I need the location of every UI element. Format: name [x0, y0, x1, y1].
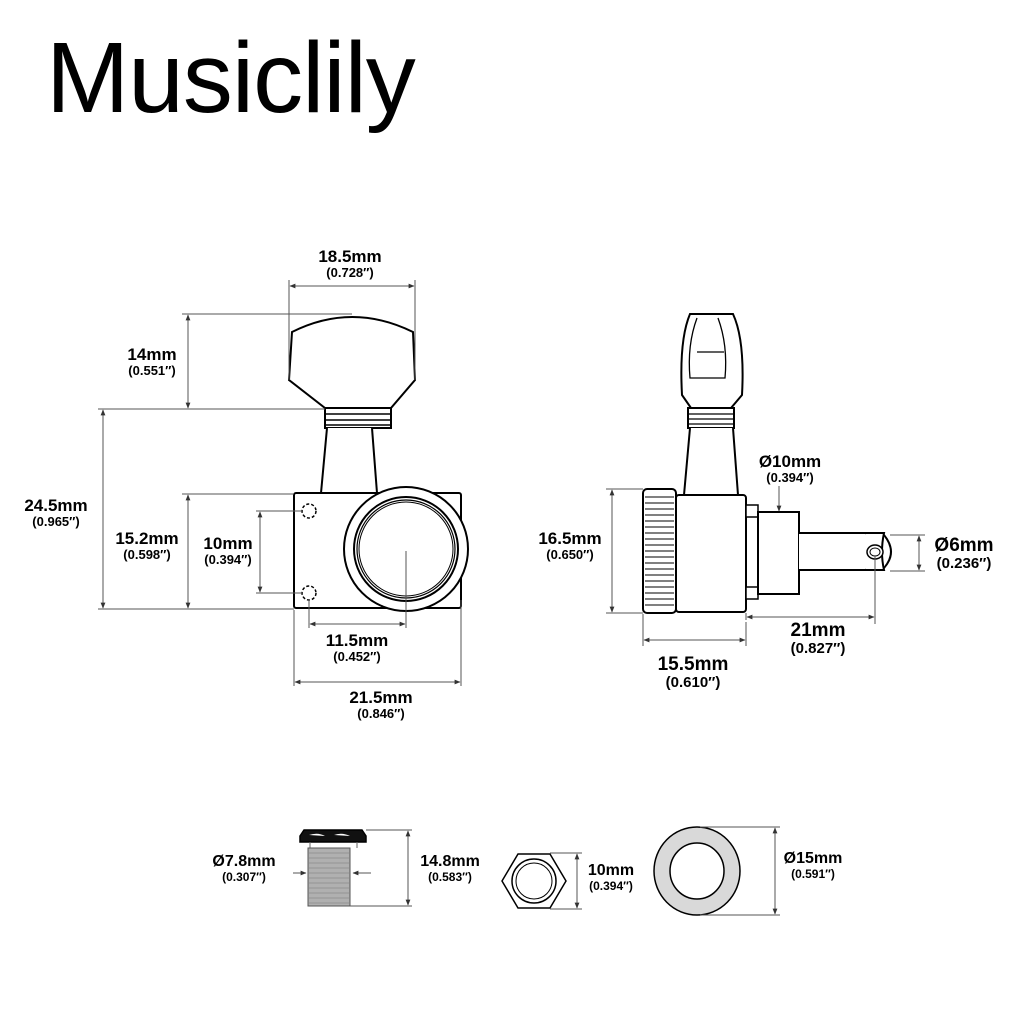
- dim-value-mm: 11.5mm: [325, 631, 389, 650]
- dim-value-mm: Ø10mm: [758, 452, 822, 471]
- dim-value-mm: 14.8mm: [420, 853, 480, 870]
- knurl-lines: [645, 496, 674, 606]
- dim-post-dia: Ø6mm (0.236″): [934, 536, 993, 571]
- dim-value-mm: Ø6mm: [934, 535, 994, 556]
- dim-value-mm: 16.5mm: [538, 529, 602, 548]
- front-view-tuner: [287, 316, 469, 612]
- dim-value-mm: 15.5mm: [657, 654, 729, 675]
- dim-bushing-dia: Ø10mm (0.394″): [759, 453, 821, 484]
- dim-bushing-height: 14.8mm (0.583″): [420, 853, 480, 884]
- dim-value-mm: 14mm: [127, 345, 177, 364]
- dim-value-in: (0.394″): [589, 879, 633, 893]
- dim-value-mm: 15.2mm: [115, 529, 179, 548]
- dim-value-in: (0.650″): [546, 547, 594, 562]
- dim-value-in: (0.610″): [665, 674, 721, 691]
- dim-housing-depth: 15.5mm (0.610″): [658, 655, 729, 690]
- dim-post-length: 21mm (0.827″): [791, 621, 846, 656]
- nut-dimensions: [550, 852, 582, 910]
- dim-housing-height: 15.2mm (0.598″): [115, 530, 178, 561]
- dim-value-mm: 24.5mm: [24, 496, 88, 515]
- dim-total-height: 24.5mm (0.965″): [24, 497, 87, 528]
- dim-value-mm: Ø7.8mm: [212, 853, 276, 870]
- dim-value-in: (0.307″): [222, 870, 266, 884]
- bushing-dimensions: [293, 829, 412, 907]
- side-view-tuner: [642, 313, 892, 614]
- dim-knob-width: 18.5mm (0.728″): [318, 248, 381, 279]
- dim-housing-width: 21.5mm (0.846″): [349, 689, 412, 720]
- threaded-bushing: [299, 829, 367, 907]
- dim-value-in: (0.551″): [128, 363, 176, 378]
- dim-value-in: (0.452″): [333, 649, 381, 664]
- dim-screw-spacing: 10mm (0.394″): [203, 535, 252, 566]
- front-view-dimensions: [98, 280, 462, 686]
- dim-value-in: (0.591″): [791, 867, 835, 881]
- dim-washer-dia: Ø15mm (0.591″): [783, 850, 843, 881]
- side-view-dimensions: [606, 486, 925, 646]
- dim-value-in: (0.728″): [326, 265, 374, 280]
- dim-value-in: (0.583″): [428, 870, 472, 884]
- dim-value-in: (0.394″): [766, 470, 814, 485]
- dim-value-mm: 21.5mm: [349, 688, 413, 707]
- hex-nut: [501, 853, 567, 909]
- dim-knob-height: 14mm (0.551″): [127, 346, 176, 377]
- dim-value-in: (0.598″): [123, 547, 171, 562]
- dim-hex-nut: 10mm (0.394″): [587, 862, 635, 893]
- dim-value-in: (0.827″): [790, 640, 846, 657]
- dim-value-mm: 10mm: [587, 862, 635, 879]
- washer-dimensions: [700, 826, 780, 916]
- dim-value-in: (0.965″): [32, 514, 80, 529]
- dim-value-in: (0.394″): [204, 552, 252, 567]
- dim-value-mm: 10mm: [203, 534, 253, 553]
- dim-thread-dia: Ø7.8mm (0.307″): [212, 853, 276, 884]
- dim-side-housing-height: 16.5mm (0.650″): [538, 530, 601, 561]
- dim-value-mm: 18.5mm: [318, 247, 382, 266]
- washer: [653, 826, 741, 916]
- dim-value-mm: Ø15mm: [783, 850, 843, 867]
- brand-title: Musiclily: [46, 22, 416, 134]
- dim-value-in: (0.236″): [936, 555, 992, 572]
- dim-value-mm: 21mm: [790, 620, 846, 641]
- dim-hole-to-post: 11.5mm (0.452″): [326, 632, 388, 663]
- dim-value-in: (0.846″): [357, 706, 405, 721]
